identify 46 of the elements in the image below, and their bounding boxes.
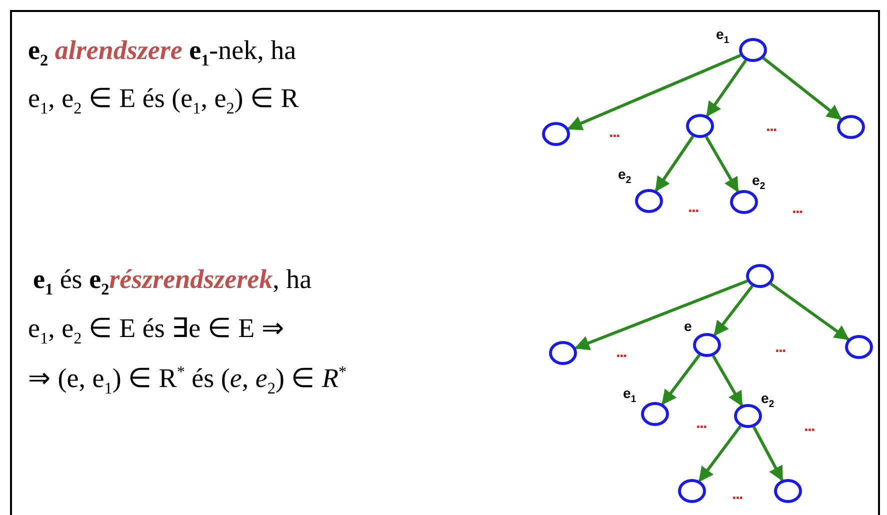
arrow	[706, 59, 748, 117]
arrow	[654, 136, 694, 192]
ellipsis-mark: ...	[732, 490, 742, 500]
ellipsis-mark: ...	[609, 128, 620, 138]
ellipsis-mark: ...	[792, 204, 802, 214]
tree-node-circle	[686, 114, 714, 138]
ellipsis-mark: ...	[688, 203, 698, 213]
ellipsis-mark: ...	[775, 343, 786, 353]
node-label: e	[684, 318, 692, 334]
tree-node-circle	[746, 264, 774, 288]
tree-node-circle	[845, 335, 873, 359]
ellipsis-mark: ...	[616, 348, 626, 358]
tree-node-circle	[635, 189, 663, 213]
arrow	[698, 425, 742, 482]
arrow	[762, 56, 842, 120]
node-label: e$_{1}$	[623, 385, 636, 405]
ellipsis-mark: ...	[766, 122, 776, 132]
arrow	[567, 54, 742, 130]
arrow	[752, 426, 784, 482]
tree-node-circle	[739, 38, 767, 62]
tree-node-circle	[641, 402, 669, 426]
arrow	[770, 282, 850, 341]
ellipsis-mark: ...	[696, 419, 706, 429]
ellipsis-mark: ...	[804, 422, 814, 432]
heading-text: e$_{2}$ alrendszere e$_{1}$-nek, ha	[28, 35, 296, 70]
formula-text: e$_{1}$, e$_{2}$ ∈ E és ∃e ∈ E ⇒	[28, 312, 284, 348]
tree-node-circle	[549, 341, 577, 365]
tree-node-circle	[678, 479, 706, 503]
heading-text: e$_{1}$ és e$_{2}$részrendszerek, ha	[33, 264, 312, 300]
node-label: e$_{1}$	[716, 26, 730, 46]
arrow	[574, 280, 748, 350]
tree-node-circle	[774, 479, 802, 503]
node-label: e$_{2}$	[752, 172, 766, 192]
formula-text: ⇒ (e, e$_{1}$) ∈ R$^{*}$ és (e, e$_{2}$) ∈ R$^{*}$	[28, 362, 347, 398]
arrow	[661, 354, 701, 406]
tree-node-circle	[730, 190, 758, 214]
tree-node-circle	[837, 115, 865, 139]
tree-node-circle	[734, 404, 762, 428]
arrow	[712, 355, 744, 407]
arrow	[704, 136, 740, 193]
tree-node-circle	[693, 333, 721, 357]
formula-text: e$_{1}$, e$_{2}$ ∈ E és (e$_{1}$, e$_{2}$) ∈ R	[28, 82, 299, 118]
node-label: e$_{2}$	[761, 390, 774, 410]
node-label: e$_{2}$	[618, 166, 632, 186]
tree-node-circle	[542, 122, 570, 146]
arrow	[714, 285, 754, 336]
